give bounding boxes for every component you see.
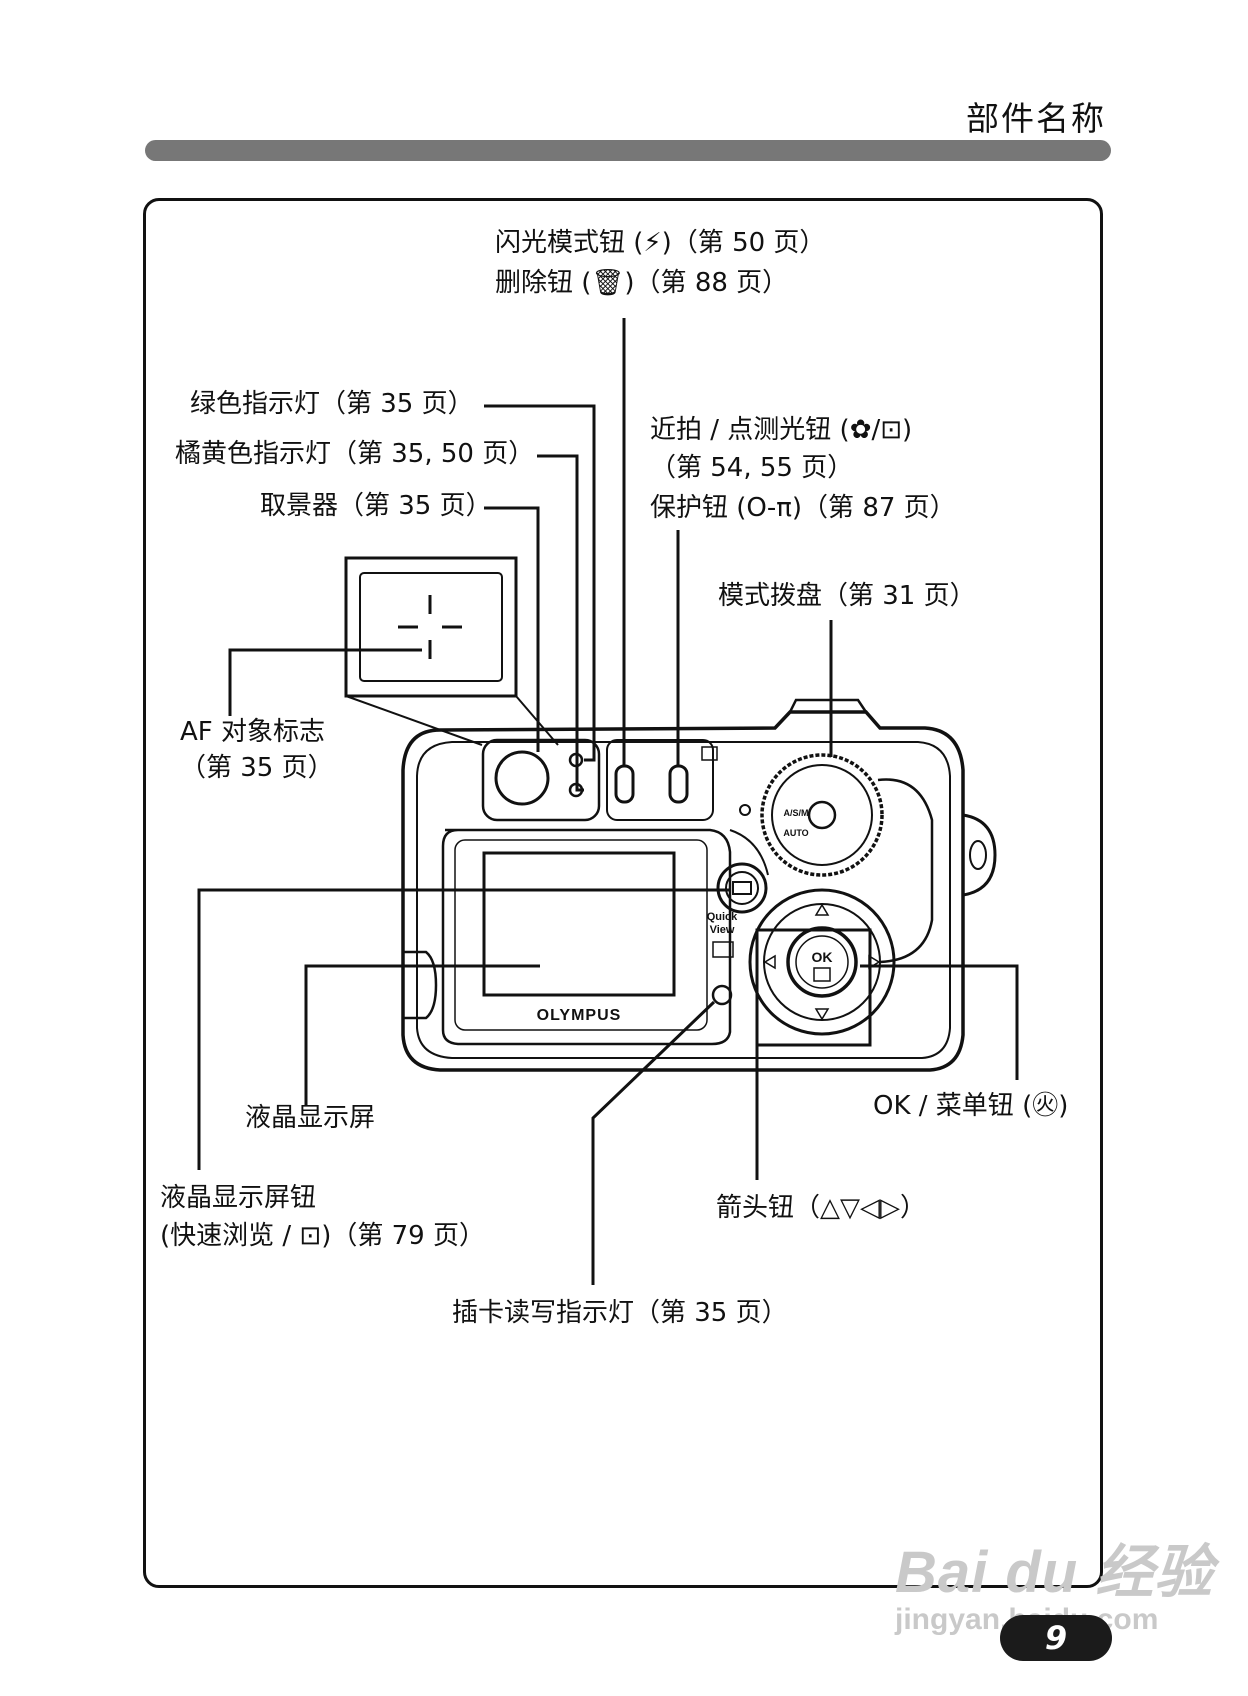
leader-ok <box>860 964 1019 1080</box>
label-macro-spot-1: 近拍 / 点测光钮 (✿/⊡) <box>650 415 913 445</box>
label-flash-mode: 闪光模式钮 (⚡)（第 50 页） <box>495 228 826 258</box>
lcd-screen <box>482 851 676 997</box>
viewfinder-window <box>481 738 601 822</box>
label-af-mark-2: （第 35 页） <box>180 753 334 783</box>
label-ok-menu: OK / 菜单钮 (㊋) <box>873 1091 1069 1121</box>
leader-viewfinder <box>484 506 540 752</box>
label-protect: 保护钮 (O‑π)（第 87 页） <box>650 493 956 523</box>
watermark: Bai du 经验 jingyan.baidu.com <box>895 1525 1214 1636</box>
viewfinder-inset <box>344 556 518 698</box>
ok-text: OK <box>812 949 833 965</box>
leader-arrow <box>755 928 872 1180</box>
label-monitor-button-1: 液晶显示屏钮 <box>160 1183 317 1213</box>
leader-orange <box>537 454 584 792</box>
label-delete: 删除钮 (🗑)（第 88 页） <box>495 268 789 298</box>
leader-green <box>484 404 596 762</box>
monitor-button <box>716 862 768 914</box>
quick-view-text-1: Quick <box>707 911 738 923</box>
dial-pasm-text: A/S/M <box>783 808 808 818</box>
arrow-pad <box>748 888 896 1036</box>
label-viewfinder: 取景器（第 35 页） <box>260 491 492 521</box>
dial-auto-text: AUTO <box>783 828 808 838</box>
label-mode-dial: 模式拨盘（第 31 页） <box>718 581 976 611</box>
flash-delete-button <box>614 764 635 804</box>
label-af-mark-1: AF 对象标志 <box>180 717 326 747</box>
label-orange-lamp: 橘黄色指示灯（第 35, 50 页） <box>175 439 535 469</box>
label-lcd: 液晶显示屏 <box>245 1103 376 1133</box>
mode-dial <box>760 753 884 877</box>
leader-monitor <box>197 888 730 1170</box>
label-macro-spot-2: （第 54, 55 页） <box>650 453 854 483</box>
macro-protect-button <box>668 764 689 804</box>
label-arrow: 箭头钮（△▽◁▷） <box>716 1193 926 1223</box>
label-card-lamp: 插卡读写指示灯（第 35 页） <box>452 1298 788 1328</box>
brand-logo: OLYMPUS <box>537 1007 622 1024</box>
watermark-logo: Bai du 经验 <box>895 1540 1214 1605</box>
card-lamp <box>711 984 733 1006</box>
page-number: 9 <box>1000 1615 1112 1661</box>
label-monitor-button-2: (快速浏览 / ⊡)（第 79 页） <box>160 1221 485 1251</box>
title-bar <box>145 140 1111 161</box>
quick-view-text-2: View <box>710 924 735 936</box>
diagram-frame <box>143 198 1103 1588</box>
leader-lcd <box>304 964 540 1105</box>
label-green-lamp: 绿色指示灯（第 35 页） <box>190 389 474 419</box>
camera-body <box>401 710 965 1072</box>
leader-card <box>591 1000 716 1285</box>
section-title: 部件名称 <box>966 99 1106 138</box>
viewfinder-screen <box>359 572 503 682</box>
ok-button <box>786 926 858 998</box>
leader-af <box>228 648 422 716</box>
